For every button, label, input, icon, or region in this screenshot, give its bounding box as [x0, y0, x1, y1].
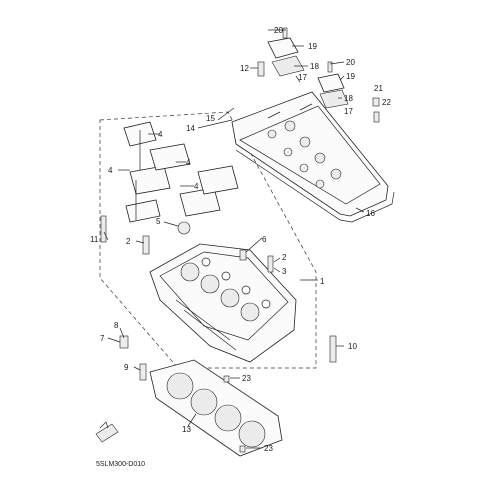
- stud-bolt: [267, 255, 274, 273]
- head-cover-gasket: [235, 149, 395, 223]
- cylinder-head: [149, 243, 297, 363]
- cover-bolts: [257, 61, 380, 123]
- cylinder-head-cover: [231, 91, 389, 217]
- callout-19b: 19: [346, 72, 355, 81]
- callout-8: 8: [114, 321, 119, 330]
- callout-18b: 18: [344, 94, 353, 103]
- callout-7: 7: [100, 334, 105, 343]
- callout-9: 9: [124, 363, 129, 372]
- callout-13: 13: [182, 425, 191, 434]
- callout-3: 3: [282, 267, 287, 276]
- dowel-pin: [142, 235, 150, 255]
- cylinder-bolt: [329, 335, 337, 363]
- callout-2: 2: [126, 237, 131, 246]
- head-assembly-boundary: [99, 111, 317, 369]
- callout-11: 11: [90, 235, 99, 244]
- callout-16: 16: [366, 209, 375, 218]
- callout-21: 21: [374, 84, 383, 93]
- leader-lines: [103, 29, 365, 449]
- callout-4c: 4: [108, 166, 113, 175]
- callout-4b: 4: [186, 158, 191, 167]
- callout-5: 5: [156, 217, 161, 226]
- callout-1: 1: [320, 277, 325, 286]
- front-arrow-icon: [95, 421, 119, 443]
- callout-labels: 1 2 2 3 4 4 4 4 5 6 7 8 9 10 11 12 13 14…: [90, 26, 391, 453]
- callout-23b: 23: [264, 444, 273, 453]
- cap-plug: [177, 221, 191, 235]
- cylinder-head-gasket: [149, 359, 283, 457]
- callout-17a: 17: [298, 73, 307, 82]
- callout-4a: 4: [158, 130, 163, 139]
- callout-15: 15: [206, 114, 215, 123]
- callout-6: 6: [262, 235, 267, 244]
- union-bolt: [239, 249, 247, 261]
- callout-17b: 17: [344, 107, 353, 116]
- camshaft-caps: [123, 121, 239, 223]
- callout-19a: 19: [308, 42, 317, 51]
- head-bolt: [100, 215, 107, 243]
- callout-20a: 20: [274, 26, 283, 35]
- callout-18a: 18: [310, 62, 319, 71]
- callout-12: 12: [240, 64, 249, 73]
- callout-23a: 23: [242, 374, 251, 383]
- drawing-code: 5SLM300-D010: [96, 461, 145, 468]
- dowel-pin-lower: [139, 363, 147, 381]
- callout-22: 22: [382, 98, 391, 107]
- dowel-a: [223, 375, 230, 383]
- callout-20b: 20: [346, 58, 355, 67]
- callout-4d: 4: [194, 182, 199, 191]
- breather-plates: [267, 27, 349, 109]
- callout-10: 10: [348, 342, 357, 351]
- callout-2b: 2: [282, 253, 287, 262]
- dowel-b: [239, 445, 246, 453]
- callout-14: 14: [186, 124, 195, 133]
